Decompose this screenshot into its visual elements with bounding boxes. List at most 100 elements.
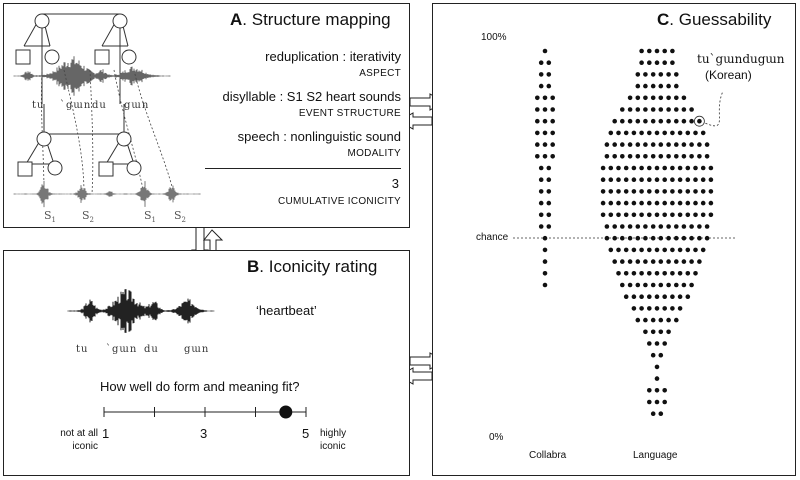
dot-language-25-1 xyxy=(654,341,660,346)
structure-diagram: tu `gɯn du gɯn S1 S2 S1 S2 xyxy=(13,13,201,224)
dot-language-19-6 xyxy=(662,271,667,276)
dot-language-2-2 xyxy=(650,72,656,77)
dot-collabra-13-1 xyxy=(546,200,552,206)
dot-language-8-11 xyxy=(689,142,694,147)
dot-language-17-4 xyxy=(639,247,644,253)
dot-language-8-2 xyxy=(620,142,625,147)
dot-language-1-0 xyxy=(639,60,644,65)
dot-language-6-7 xyxy=(666,118,671,124)
syllable-b-1: tu xyxy=(76,344,88,355)
scale-selected-marker xyxy=(279,405,293,419)
dot-collabra-0-0 xyxy=(542,48,548,54)
mapping-1-main: reduplication : iterativity xyxy=(265,49,401,64)
dot-language-10-5 xyxy=(639,165,644,171)
mapping-3-sub: MODALITY xyxy=(347,148,401,159)
dot-language-15-11 xyxy=(689,224,694,229)
high-label-2: iconic xyxy=(320,441,346,452)
dot-language-8-1 xyxy=(612,142,617,147)
mapping-1-sub: ASPECT xyxy=(359,68,401,79)
dot-language-21-7 xyxy=(677,294,683,300)
dot-language-13-10 xyxy=(677,200,683,206)
dot-language-15-5 xyxy=(643,224,648,229)
dot-language-30-1 xyxy=(654,399,660,405)
dot-language-4-2 xyxy=(643,95,648,101)
dot-language-11-13 xyxy=(700,177,706,182)
dot-language-0-1 xyxy=(647,48,652,54)
dot-language-12-14 xyxy=(708,189,714,194)
dot-collabra-8-2 xyxy=(550,142,555,147)
sound-s2b: S2 xyxy=(174,209,186,224)
rating-question: How well do form and meaning fit? xyxy=(100,379,300,394)
dot-language-26-1 xyxy=(658,352,664,358)
dot-language-19-5 xyxy=(654,271,660,276)
low-label-2: iconic xyxy=(72,441,98,452)
dot-language-18-10 xyxy=(689,259,694,264)
dot-language-1-3 xyxy=(662,60,667,65)
dot-language-13-11 xyxy=(685,200,691,206)
dot-language-21-6 xyxy=(670,294,675,300)
dot-language-21-5 xyxy=(662,294,667,300)
dot-language-7-10 xyxy=(685,130,691,136)
dot-language-6-11 xyxy=(697,118,702,124)
dot-language-2-3 xyxy=(658,72,664,77)
dot-language-18-8 xyxy=(674,259,679,264)
dot-language-19-0 xyxy=(616,271,621,276)
dot-language-22-4 xyxy=(662,306,667,311)
dot-language-22-0 xyxy=(631,306,637,311)
dot-collabra-7-2 xyxy=(550,130,555,136)
mapping-2-main: disyllable : S1 S2 heart sounds xyxy=(222,89,402,104)
dot-language-24-0 xyxy=(643,329,648,335)
waveform-speech xyxy=(67,289,215,333)
syllable-b-2: `gɯn xyxy=(106,344,137,355)
dot-language-11-14 xyxy=(708,177,714,182)
dot-language-7-9 xyxy=(677,130,683,136)
dot-language-19-4 xyxy=(647,271,652,276)
dot-language-3-5 xyxy=(674,83,679,89)
dot-language-5-4 xyxy=(650,107,656,112)
syllable-a-1: tu xyxy=(32,100,44,111)
dot-language-11-0 xyxy=(600,177,606,182)
dot-language-5-8 xyxy=(681,107,687,112)
dot-language-11-9 xyxy=(670,177,675,182)
dot-language-8-0 xyxy=(604,142,610,147)
waveform-top xyxy=(13,56,171,96)
dot-language-16-12 xyxy=(697,235,702,241)
dot-language-16-9 xyxy=(674,235,679,241)
dot-language-2-4 xyxy=(666,72,671,77)
dot-language-16-0 xyxy=(604,235,610,241)
dot-language-1-2 xyxy=(654,60,660,65)
iconicity-total-label: CUMULATIVE ICONICITY xyxy=(277,196,401,207)
dot-language-7-8 xyxy=(670,130,675,136)
low-label-1: not at all xyxy=(60,428,98,439)
dot-language-12-7 xyxy=(654,189,660,194)
dot-language-20-7 xyxy=(674,282,679,288)
waveform-heart xyxy=(13,180,201,208)
dot-language-13-6 xyxy=(647,200,652,206)
dot-language-17-9 xyxy=(677,247,683,253)
panel-c-title: C. Guessability xyxy=(657,10,772,29)
scale-label-3: 3 xyxy=(200,426,208,441)
dot-language-13-12 xyxy=(693,200,698,206)
chance-label: chance xyxy=(476,232,509,243)
dot-language-20-2 xyxy=(635,282,641,288)
rating-scale[interactable] xyxy=(103,405,307,419)
dot-collabra-16-0 xyxy=(542,235,548,241)
dot-language-18-5 xyxy=(650,259,656,264)
dot-language-18-1 xyxy=(620,259,625,264)
dot-language-12-12 xyxy=(693,189,698,194)
dot-language-8-13 xyxy=(704,142,710,147)
dot-language-13-2 xyxy=(616,200,621,206)
column-label-collabra: Collabra xyxy=(529,450,567,461)
dot-language-6-8 xyxy=(674,118,679,124)
dot-language-0-3 xyxy=(662,48,667,54)
dot-collabra-10-1 xyxy=(546,165,552,171)
dot-language-10-14 xyxy=(708,165,714,171)
dot-language-12-6 xyxy=(647,189,652,194)
dot-language-13-7 xyxy=(654,200,660,206)
highlight-language: (Korean) xyxy=(705,68,752,82)
dot-language-20-8 xyxy=(681,282,687,288)
dot-language-4-6 xyxy=(674,95,679,101)
scale-label-5: 5 xyxy=(302,426,310,441)
dot-language-8-9 xyxy=(674,142,679,147)
dot-language-16-3 xyxy=(627,235,633,241)
